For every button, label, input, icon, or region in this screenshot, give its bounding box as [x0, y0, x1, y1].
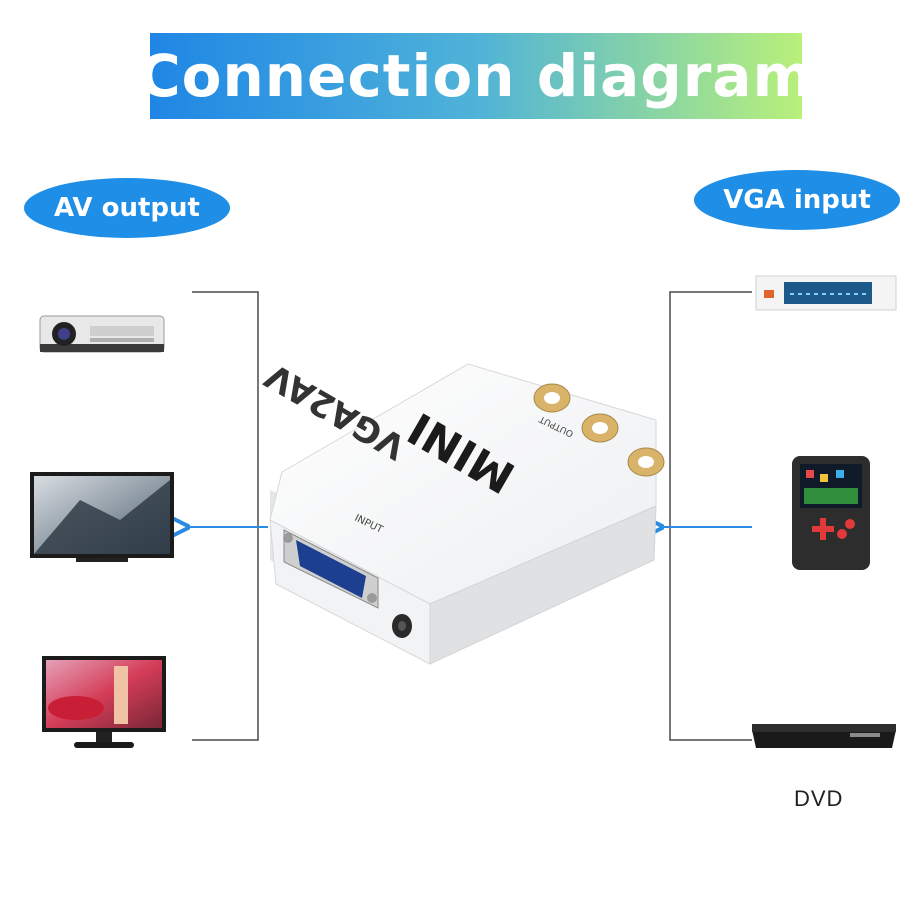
dvd-player-icon [752, 724, 896, 748]
monitor-icon [42, 656, 166, 748]
rca-connectors [533, 383, 665, 477]
av-output-label: AV output [24, 178, 230, 238]
left-bracket [192, 291, 259, 741]
vga-input-label: VGA input [694, 170, 900, 230]
vga-input-text: VGA input [723, 185, 871, 215]
audio-jack [392, 614, 412, 638]
vga-port [283, 529, 379, 609]
set-top-box-icon [755, 275, 897, 311]
right-bracket [669, 291, 752, 741]
dvd-label: DVD [794, 786, 844, 811]
handheld-game-icon [792, 456, 870, 570]
tv-icon [30, 472, 174, 562]
diagram-title: Connection diagram [138, 42, 814, 110]
av-output-text: AV output [54, 193, 200, 223]
projector-icon [39, 315, 165, 353]
title-banner: Connection diagram [138, 33, 813, 119]
converter-device: VGA2AV MINI INPUT OUTPUT [258, 355, 665, 665]
